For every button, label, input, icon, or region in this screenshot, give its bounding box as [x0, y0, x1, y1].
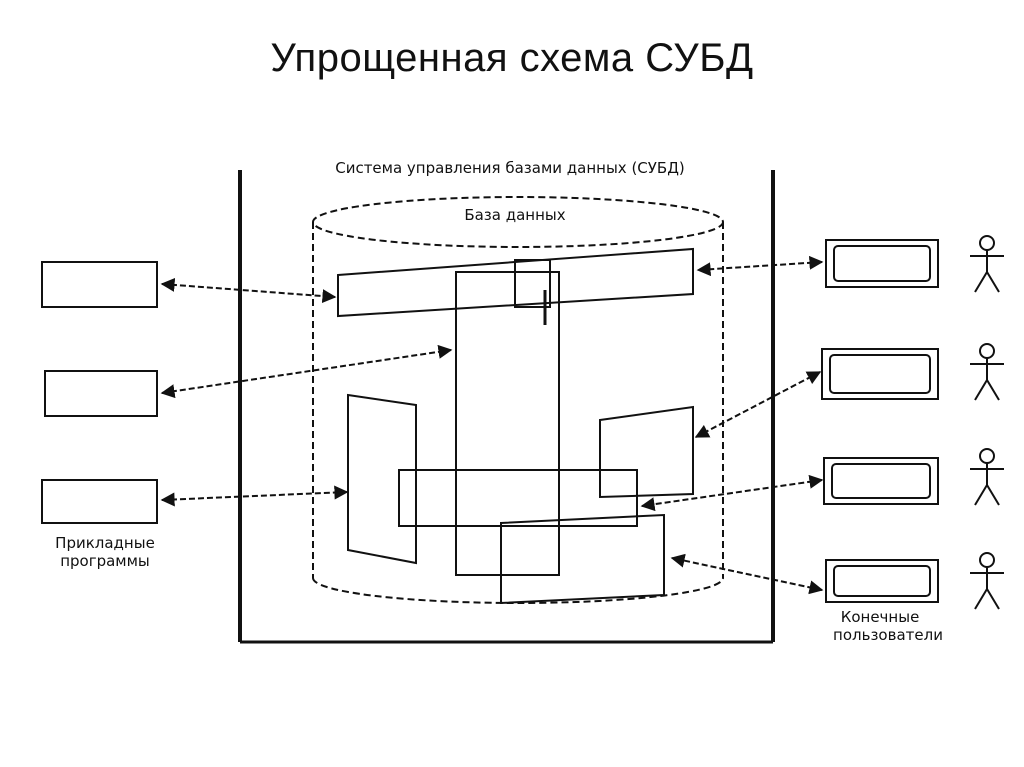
user-figures	[970, 235, 1004, 610]
connection-arrows	[160, 255, 824, 595]
end-users-label-line2: пользователи	[833, 626, 943, 644]
arrow-app1-db	[160, 277, 337, 304]
user-terminal-2	[821, 348, 939, 400]
application-box-1	[41, 261, 158, 308]
user-person-icon	[970, 552, 1004, 610]
user-terminals	[821, 239, 939, 603]
arrow-user4-db	[670, 553, 824, 595]
application-box-3	[41, 479, 158, 524]
data-block-left	[347, 393, 417, 565]
user-terminal-3	[823, 457, 939, 505]
arrow-app2-db	[160, 344, 453, 399]
application-programs	[41, 261, 158, 524]
data-block-top	[337, 247, 694, 318]
user-person-icon	[970, 343, 1004, 401]
data-block-right	[599, 405, 694, 499]
applications-label-line2: программы	[60, 552, 150, 570]
user-terminal-4	[825, 559, 939, 603]
end-users-label-line1: Конечные	[841, 608, 920, 626]
arrow-user2-db	[694, 371, 822, 438]
user-person-icon	[970, 448, 1004, 506]
data-block-vertical-center	[455, 271, 560, 576]
arrow-user3-db	[640, 474, 824, 512]
arrow-app3-db	[160, 485, 349, 507]
user-person-icon	[970, 235, 1004, 293]
arrow-user1-db	[696, 255, 824, 277]
database-label: База данных	[464, 206, 565, 224]
data-block-bottom	[500, 513, 665, 605]
data-block-small	[514, 259, 551, 308]
dbms-label: Система управления базами данных (СУБД)	[335, 159, 685, 177]
application-box-2	[44, 370, 158, 417]
applications-label-line1: Прикладные	[55, 534, 155, 552]
user-terminal-1	[825, 239, 939, 288]
database-cylinder	[312, 196, 724, 604]
data-block-middle	[398, 469, 638, 527]
data-structures	[337, 247, 694, 605]
slide-title: Упрощенная схема СУБД	[270, 36, 754, 80]
